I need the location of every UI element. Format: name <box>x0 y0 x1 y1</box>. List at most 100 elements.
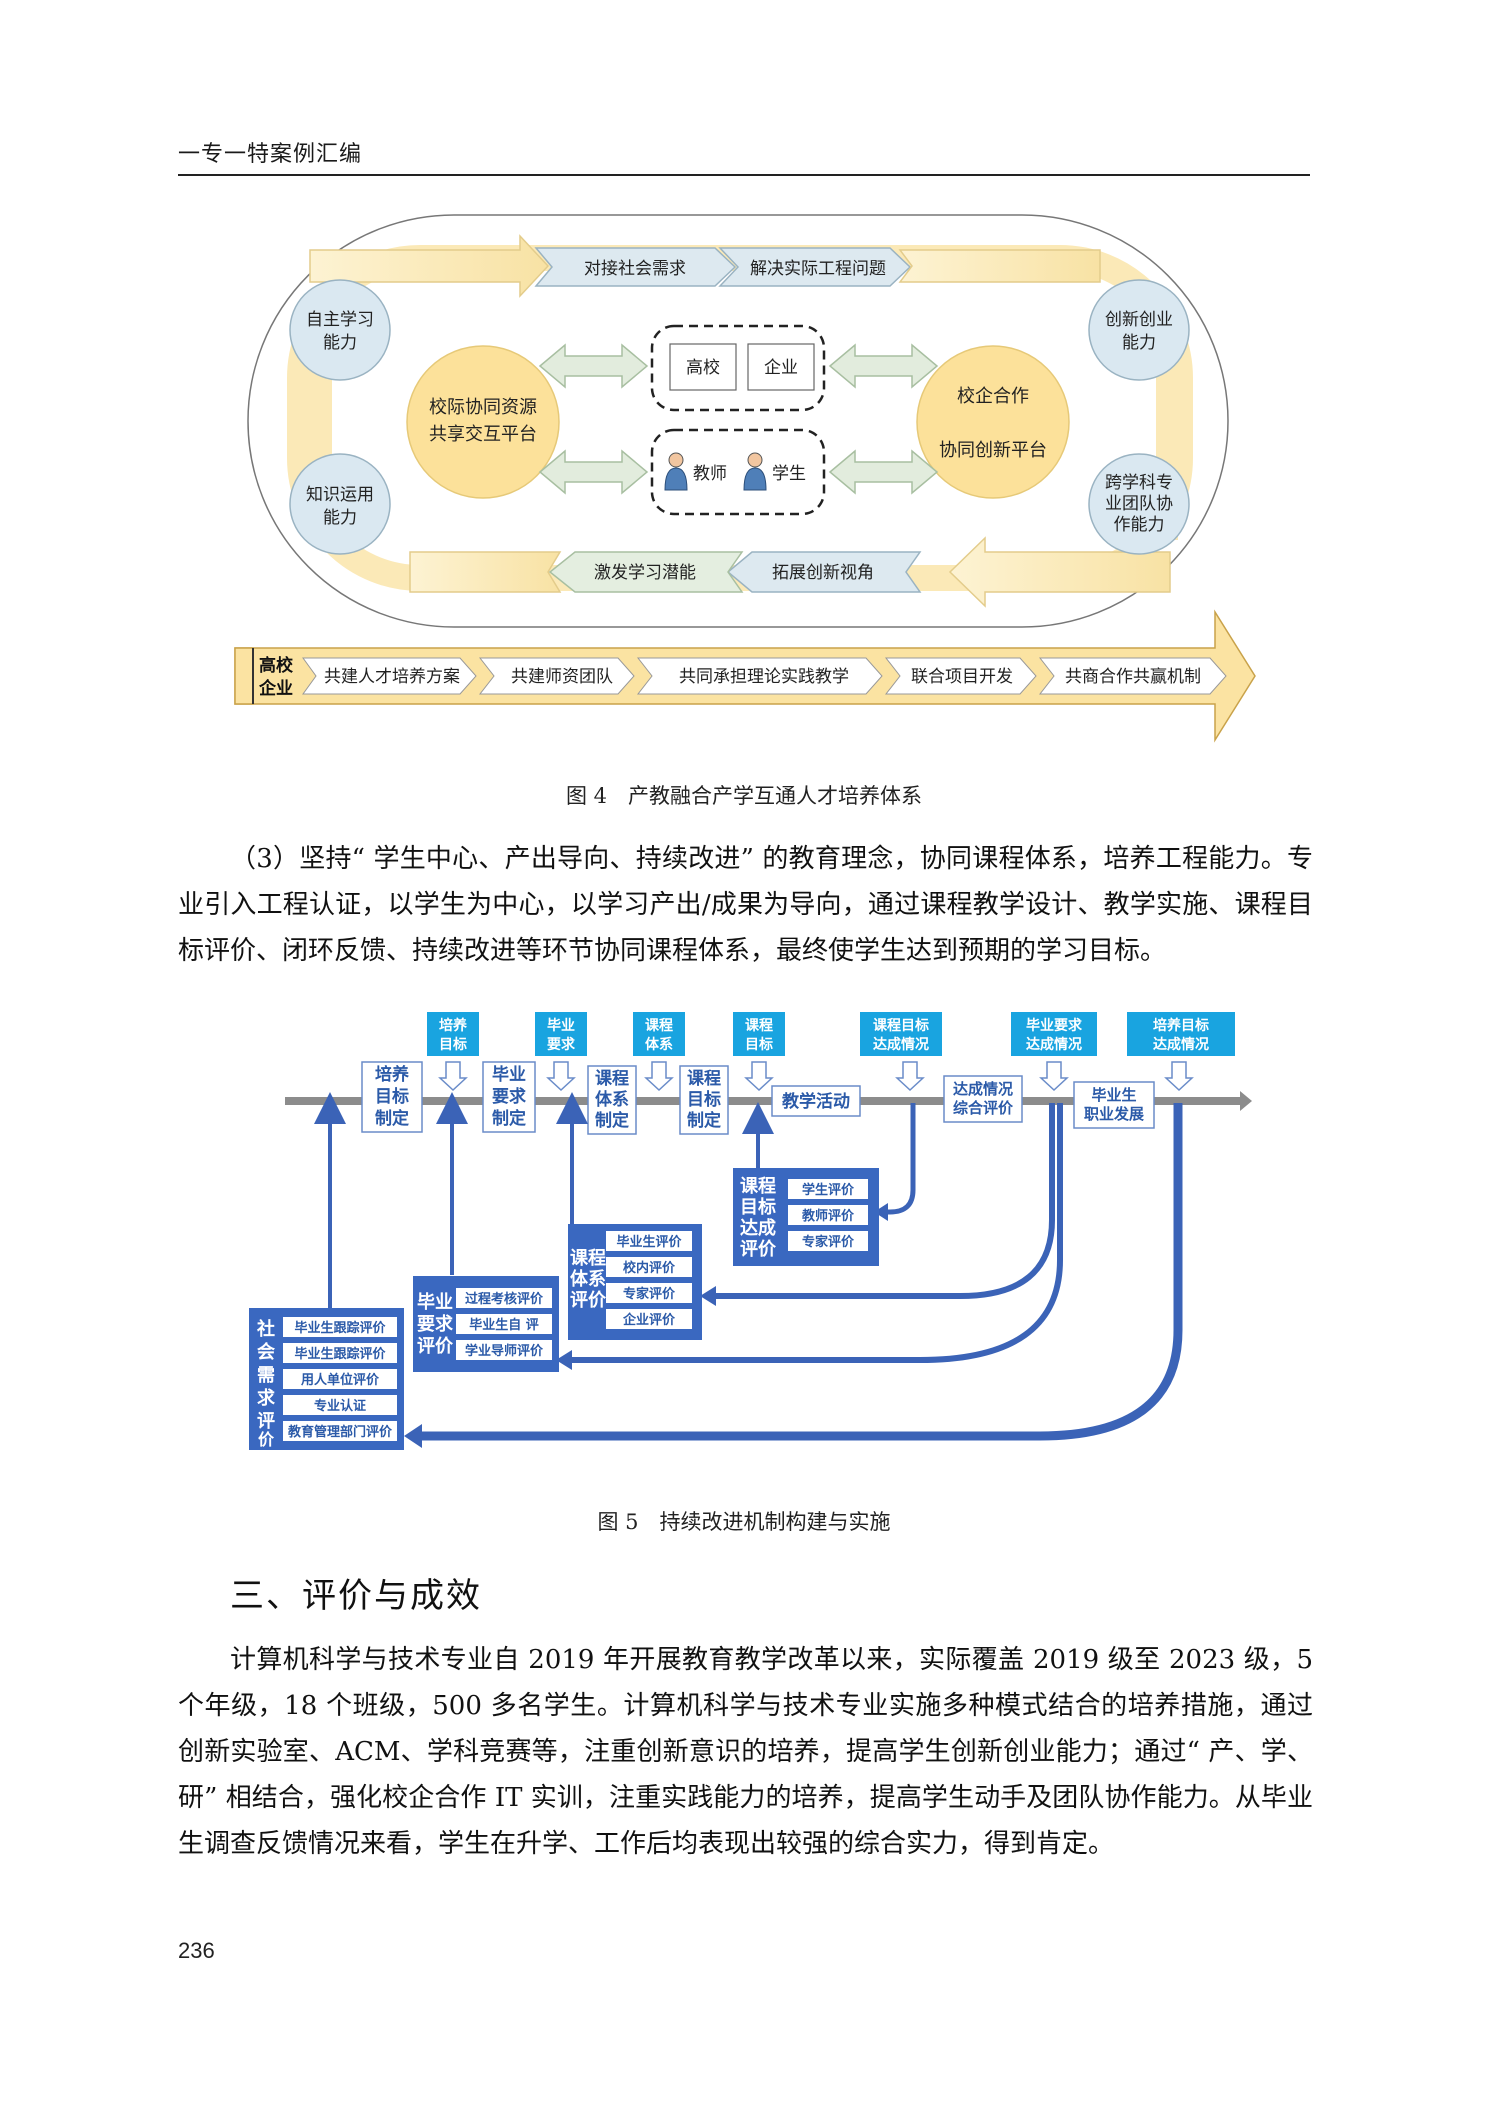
step-course-goal-l3: 制定 <box>687 1110 721 1131</box>
panel-b-item-2: 校内评价 <box>623 1260 676 1276</box>
circle-self-learning <box>289 279 391 381</box>
panel-social-title-4: 求 <box>257 1387 276 1409</box>
panel-d-item-1: 毕业生跟踪评价 <box>294 1320 386 1336</box>
label-teamwork-l1: 跨学科专 <box>1105 473 1173 493</box>
banner-step-1-label: 共建人才培养方案 <box>324 667 460 687</box>
step-training-goal-l1: 培养 <box>375 1064 410 1085</box>
panel-grad-req-title-2: 要求 <box>417 1313 454 1335</box>
bottom-loop-arrow-right <box>948 536 1171 608</box>
label-teamwork-l2: 业团队协 <box>1105 494 1173 514</box>
tag-training-goal-l2: 目标 <box>439 1036 467 1053</box>
label-social-needs: 对接社会需求 <box>584 259 686 279</box>
tag-grad-req-status-l1: 毕业要求 <box>1026 1017 1083 1034</box>
step-comprehensive-eval-l1: 达成情况 <box>953 1080 1013 1098</box>
panel-social-title-6: 价 <box>258 1430 275 1449</box>
box-enterprise <box>747 343 815 391</box>
panel-social-title-2: 会 <box>257 1341 275 1363</box>
feedback-curve-1 <box>886 1103 916 1215</box>
top-right-loop-arrow <box>898 249 1101 283</box>
arrow-shape-engineering-problems <box>718 247 912 287</box>
label-self-learning-l2: 能力 <box>323 333 357 353</box>
label-resource-platform-l2: 共享交互平台 <box>429 424 537 445</box>
tag-training-goal-status-l1: 培养目标 <box>1153 1017 1209 1034</box>
step-career-l2: 职业发展 <box>1084 1105 1144 1123</box>
panel-course-goal-title-2: 目标 <box>740 1196 776 1218</box>
panel-course-goal-title-4: 评价 <box>740 1239 777 1260</box>
tag-grad-req-l2: 要求 <box>547 1036 576 1053</box>
section-heading: 三、评价与成效 <box>230 1576 482 1616</box>
tag-course-goal-status-l2: 达成情况 <box>873 1036 929 1053</box>
feedback-curve-4 <box>414 1103 1183 1441</box>
panel-d-item-4: 专业认证 <box>314 1398 366 1414</box>
tag-grad-req-l1: 毕业 <box>547 1017 575 1034</box>
banner-title-l1: 高校 <box>259 655 294 676</box>
step-course-sys-l1: 课程 <box>595 1069 629 1089</box>
label-knowledge-l2: 能力 <box>323 508 357 528</box>
teacher-person-icon <box>664 452 688 491</box>
panel-course-sys-title-2: 体系 <box>570 1268 606 1290</box>
circle-interdisciplinary-teamwork <box>1088 453 1190 555</box>
step-course-sys-l3: 制定 <box>595 1110 629 1131</box>
label-learning-potential: 激发学习潜能 <box>594 563 696 583</box>
panel-course-goal-title-3: 达成 <box>740 1217 776 1239</box>
bottom-loop-arrow-left <box>409 551 562 593</box>
panel-b-item-4: 企业评价 <box>622 1312 676 1328</box>
paragraph-3: （3）坚持“ 学生中心、产出导向、持续改进” 的教育理念，协同课程体系，培养工程… <box>178 836 1313 974</box>
paragraph-3-text: （3）坚持“ 学生中心、产出导向、持续改进” 的教育理念，协同课程体系，培养工程… <box>178 844 1313 966</box>
step-course-sys-l2: 体系 <box>595 1089 629 1110</box>
figure-4-caption: 图 4 产教融合产学互通人才培养体系 <box>565 784 923 808</box>
panel-c-item-1: 过程考核评价 <box>465 1291 544 1307</box>
arrow-shape-learning-potential <box>548 551 744 593</box>
label-teamwork-l3: 作能力 <box>1114 515 1165 535</box>
figure-5-diagram: 培养 目标 毕业 要求 课程 体系 课程 目标 课程目标 达成情况 毕业要求 达… <box>249 1012 1252 1450</box>
figure-4-diagram: 对接社会需求 解决实际工程问题 拓展创新视角 激发学习潜能 自主学习 能力 知识… <box>234 214 1256 743</box>
tag-grad-req-status-l2: 达成情况 <box>1026 1036 1082 1053</box>
circle-innovation-entrepreneurship <box>1088 279 1190 381</box>
label-innovation-l2: 能力 <box>1122 333 1156 353</box>
banner-step-2 <box>478 657 635 695</box>
tag-course-sys-l1: 课程 <box>645 1018 673 1034</box>
panel-d-item-5: 教育管理部门评价 <box>287 1424 393 1440</box>
step-teaching: 教学活动 <box>781 1091 850 1112</box>
top-tags <box>427 1012 1235 1056</box>
panel-grad-req-title-3: 评价 <box>417 1336 454 1357</box>
banner-title-l2: 企业 <box>258 678 293 699</box>
step-training-goal-l3: 制定 <box>375 1108 409 1129</box>
label-self-learning-l1: 自主学习 <box>306 310 374 330</box>
running-header-title: 一专一特案例汇编 <box>178 142 363 167</box>
label-resource-platform-l1: 校际协同资源 <box>429 397 537 418</box>
panel-b-item-3: 专家评价 <box>623 1286 676 1302</box>
banner-step-5-label: 共商合作共赢机制 <box>1065 667 1201 687</box>
label-student: 学生 <box>772 464 806 484</box>
step-comprehensive-eval-l2: 综合评价 <box>953 1099 1014 1117</box>
panel-social-title-3: 需 <box>257 1365 275 1386</box>
paragraph-results-text: 计算机科学与技术专业自 2019 年开展教育教学改革以来，实际覆盖 2019 级… <box>178 1645 1313 1859</box>
box-university <box>669 343 737 391</box>
label-teacher: 教师 <box>693 464 727 484</box>
panel-d-item-3: 用人单位评价 <box>300 1372 380 1388</box>
banner-step-5 <box>1038 657 1227 695</box>
circle-resource-sharing-platform <box>406 345 560 499</box>
step-training-goal-l2: 目标 <box>375 1086 409 1107</box>
banner-step-4 <box>884 657 1037 695</box>
panel-social-title-1: 社 <box>257 1318 275 1340</box>
step-grad-req-l2: 要求 <box>492 1086 526 1107</box>
panel-d-item-2: 毕业生跟踪评价 <box>294 1346 386 1362</box>
label-coop-platform-l1: 校企合作 <box>957 386 1029 407</box>
tag-course-sys-l2: 体系 <box>645 1036 673 1053</box>
panel-a-item-2: 教师评价 <box>801 1208 855 1224</box>
banner-step-3 <box>636 657 883 695</box>
label-enterprise: 企业 <box>764 358 798 378</box>
panel-b-item-1: 毕业生评价 <box>616 1234 682 1250</box>
paragraph-results: 计算机科学与技术专业自 2019 年开展教育教学改革以来，实际覆盖 2019 级… <box>178 1637 1313 1867</box>
label-coop-platform-l2: 协同创新平台 <box>939 440 1047 461</box>
label-innovation-l1: 创新创业 <box>1105 310 1173 330</box>
label-engineering-problems: 解决实际工程问题 <box>750 259 886 279</box>
panel-course-goal-title-1: 课程 <box>740 1176 776 1197</box>
running-header: 一专一特案例汇编 <box>178 138 1310 176</box>
label-innovation-view: 拓展创新视角 <box>772 563 874 583</box>
tag-course-goal-status-l1: 课程目标 <box>873 1017 929 1034</box>
figure-5-caption: 图 5 持续改进机制构建与实施 <box>597 1510 891 1534</box>
feedback-curve-3 <box>562 1103 1063 1363</box>
step-grad-req-l1: 毕业 <box>492 1065 526 1085</box>
